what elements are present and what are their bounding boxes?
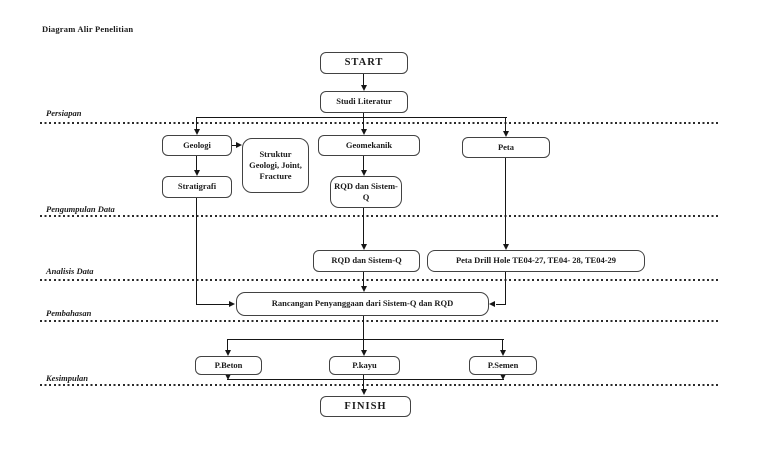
flow-arrow-down	[503, 244, 509, 250]
node-finish: FINISH	[320, 396, 411, 417]
node-rqd-sistem-q-data: RQD dan Sistem-Q	[330, 176, 402, 208]
flow-line	[363, 375, 365, 389]
flow-line	[232, 145, 236, 147]
phase-divider-analisis-data	[40, 279, 718, 281]
node-p-beton: P.Beton	[195, 356, 262, 375]
flow-line	[363, 340, 365, 350]
flow-line	[363, 272, 365, 286]
flow-line	[196, 304, 229, 306]
flow-arrow-down	[361, 170, 367, 176]
phase-divider-persiapan	[40, 122, 718, 124]
node-geomekanik: Geomekanik	[318, 135, 420, 156]
flow-arrow-down	[500, 350, 506, 356]
node-struktur-geologi: Struktur Geologi, Joint, Fracture	[242, 138, 309, 193]
flow-line	[227, 340, 229, 350]
node-start: START	[320, 52, 408, 74]
phase-divider-pengumpulan-data	[40, 215, 718, 217]
flow-line	[196, 198, 198, 305]
flow-arrow-down	[194, 170, 200, 176]
flow-line	[496, 304, 506, 306]
flow-line	[505, 158, 507, 244]
flow-arrow-down	[361, 350, 367, 356]
flow-line	[363, 113, 365, 118]
flow-line	[363, 74, 365, 86]
flow-line	[505, 118, 507, 131]
flow-line	[196, 118, 198, 129]
flow-arrow-down	[500, 374, 506, 380]
flow-arrow-down	[225, 350, 231, 356]
flow-arrow-down	[194, 129, 200, 135]
node-rancangan-penyanggaan: Rancangan Penyanggaan dari Sistem-Q dan …	[236, 292, 489, 316]
flow-arrow-down	[503, 131, 509, 137]
node-studi-literatur: Studi Literatur	[320, 91, 408, 113]
flow-line	[363, 118, 365, 129]
flow-arrow-down	[361, 85, 367, 91]
phase-label-persiapan: Persiapan	[46, 108, 82, 118]
flow-arrow-down	[361, 129, 367, 135]
flow-line	[363, 208, 365, 244]
phase-divider-pembahasan	[40, 320, 718, 322]
diagram-title: Diagram Alir Penelitian	[42, 24, 134, 34]
node-p-kayu: P.kayu	[329, 356, 400, 375]
flow-line	[196, 156, 198, 170]
flow-arrow-right	[236, 142, 242, 148]
flow-arrow-down	[361, 244, 367, 250]
flow-arrow-down	[225, 374, 231, 380]
flow-arrow-down	[361, 389, 367, 395]
flow-line	[502, 340, 504, 350]
phase-divider-kesimpulan	[40, 384, 718, 386]
flow-split-line	[227, 339, 504, 341]
node-rqd-sistem-q-analisis: RQD dan Sistem-Q	[313, 250, 420, 272]
node-geologi: Geologi	[162, 135, 232, 156]
flow-line	[363, 316, 365, 340]
node-p-semen: P.Semen	[469, 356, 537, 375]
phase-label-analisis-data: Analisis Data	[46, 266, 94, 276]
flow-branch-line	[196, 117, 507, 119]
phase-label-kesimpulan: Kesimpulan	[46, 373, 89, 383]
phase-label-pengumpulan-data: Pengumpulan Data	[46, 204, 115, 214]
flow-arrow-left	[489, 301, 495, 307]
flow-line	[363, 156, 365, 170]
flow-arrow-down	[361, 286, 367, 292]
node-peta-drill-hole: Peta Drill Hole TE04-27, TE04- 28, TE04-…	[427, 250, 645, 272]
flow-line	[505, 272, 507, 305]
node-stratigrafi: Stratigrafi	[162, 176, 232, 198]
phase-label-pembahasan: Pembahasan	[46, 308, 92, 318]
flow-collector-line	[227, 379, 504, 381]
node-peta: Peta	[462, 137, 550, 158]
flow-arrow-right	[229, 301, 235, 307]
